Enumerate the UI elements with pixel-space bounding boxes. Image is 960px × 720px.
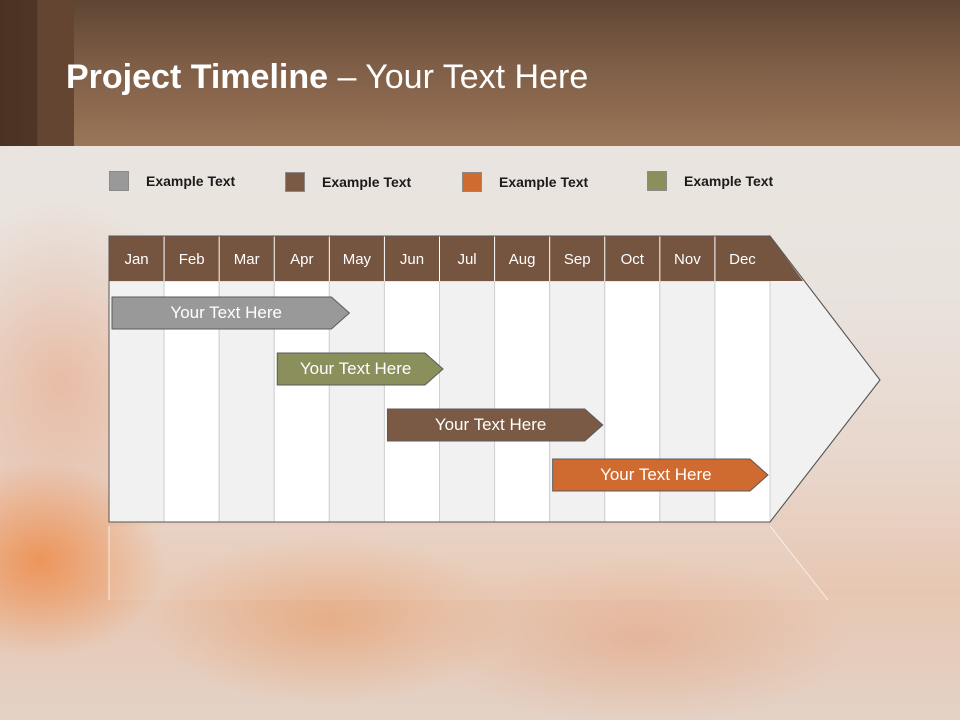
title-bold-part: Project Timeline — [66, 58, 329, 96]
task-arrow — [552, 458, 769, 492]
title-rest-part: – Your Text Here — [328, 58, 589, 96]
legend-label: Example Text — [499, 174, 589, 190]
month-label: Feb — [179, 251, 205, 268]
legend-label: Example Text — [684, 173, 774, 189]
timeline-reflection — [109, 526, 828, 600]
month-label: Oct — [621, 251, 645, 268]
month-label: Jan — [124, 251, 148, 268]
task-label[interactable]: Your Text Here — [600, 465, 712, 484]
month-label: Nov — [674, 251, 701, 268]
legend-label: Example Text — [322, 174, 412, 190]
header-band — [0, 0, 960, 146]
task-arrow — [386, 408, 604, 442]
header-accent-strip — [0, 0, 74, 146]
month-label: Jul — [457, 251, 476, 268]
legend-swatch — [647, 171, 667, 191]
legend-swatch — [285, 172, 305, 192]
timeline-frame — [108, 235, 770, 523]
month-label: Dec — [729, 251, 756, 268]
month-label: May — [343, 251, 372, 268]
legend-swatch — [109, 171, 129, 191]
task-label[interactable]: Your Text Here — [299, 359, 412, 378]
timeline-frame-tip — [769, 235, 881, 523]
task-arrow — [276, 352, 444, 386]
slide-title[interactable]: Project Timeline – Your Text Here — [66, 58, 588, 97]
month-label: Aug — [509, 251, 536, 268]
task-label[interactable]: Your Text Here — [434, 415, 547, 434]
month-label: Apr — [290, 251, 313, 268]
month-label: Mar — [234, 251, 260, 268]
month-column — [439, 280, 496, 523]
task-arrow — [111, 296, 351, 330]
legend-swatch — [462, 172, 482, 192]
month-column — [383, 280, 440, 523]
month-label: Sep — [564, 251, 591, 268]
reflection-edge — [769, 525, 829, 601]
month-label: Jun — [400, 251, 424, 268]
task-label[interactable]: Your Text Here — [170, 303, 282, 322]
month-column — [494, 280, 551, 523]
legend-label: Example Text — [146, 173, 236, 189]
